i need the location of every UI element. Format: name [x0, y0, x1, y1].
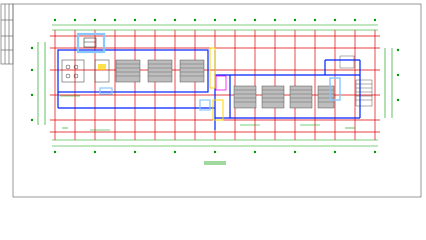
- stairwell-right: [339, 55, 373, 107]
- highlight-accents: [99, 47, 341, 121]
- annotation-marks: [60, 95, 355, 131]
- restroom-block-left: [61, 59, 110, 83]
- cad-drawing-sheet: [0, 3, 422, 198]
- axis-bubbles: [30, 18, 400, 154]
- seating-right-wing: [233, 85, 335, 109]
- building-walls: [57, 49, 361, 130]
- sheet-frame: [0, 3, 422, 198]
- seating-right-wing-rows: [234, 89, 334, 103]
- seating-left-wing: [115, 59, 205, 83]
- drawing-title-mark: [204, 161, 226, 165]
- seating-left-wing-rows: [116, 63, 204, 77]
- stairwell-top-left: [76, 32, 106, 54]
